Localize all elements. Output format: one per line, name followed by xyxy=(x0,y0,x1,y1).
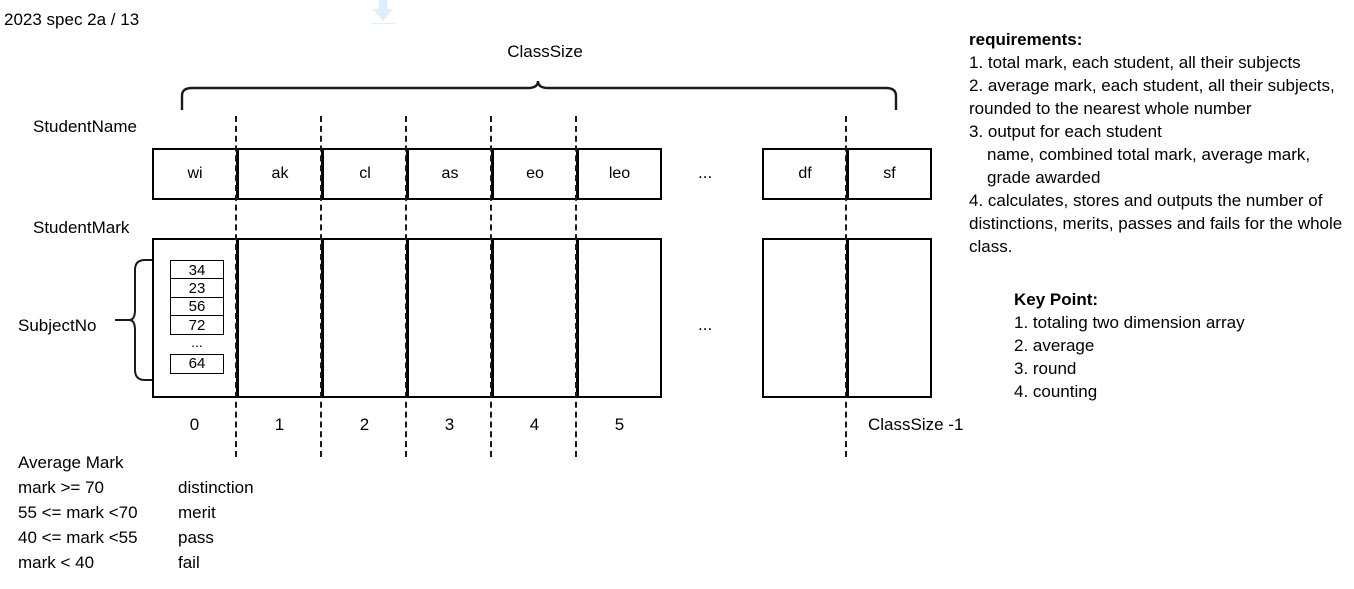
grade-condition: mark >= 70 xyxy=(18,477,104,497)
column-index: 0 xyxy=(189,415,200,434)
key-point-heading: Key Point: xyxy=(1014,290,1099,309)
grade-condition: mark < 40 xyxy=(18,552,95,572)
subjectno-label: SubjectNo xyxy=(18,316,97,335)
grade-table-heading: Average Mark xyxy=(18,452,124,472)
page-title: 2023 spec 2a / 13 xyxy=(4,10,140,29)
array-diagram: ClassSize StudentName StudentMark Subjec… xyxy=(18,42,964,457)
studentmark-array-left: 34 23 56 72 ... 64 xyxy=(152,238,662,398)
studentname-array-right: df sf xyxy=(762,148,932,200)
subject-marks-stack: 34 23 56 72 ... 64 xyxy=(170,260,224,374)
studentmark-array-right xyxy=(762,238,932,398)
studentmark-column xyxy=(577,238,662,398)
grade-condition: 55 <= mark <70 xyxy=(18,502,138,522)
grade-name: pass xyxy=(178,527,214,547)
column-index: 4 xyxy=(529,415,540,434)
grade-table-row: 55 <= mark <70 merit xyxy=(18,500,254,525)
grade-condition: 40 <= mark <55 xyxy=(18,527,138,547)
studentname-cell: as xyxy=(407,148,492,200)
requirement-item: 4. calculates, stores and outputs the nu… xyxy=(969,191,1343,256)
studentname-cell: leo xyxy=(577,148,662,200)
column-separator-dash xyxy=(320,116,322,457)
studentmark-ellipsis: ... xyxy=(698,315,713,334)
column-separator-dash xyxy=(845,116,847,457)
studentmark-label: StudentMark xyxy=(33,218,130,237)
grade-name: fail xyxy=(178,552,200,572)
grade-boundaries-table: Average Mark mark >= 70 distinction 55 <… xyxy=(18,450,254,575)
column-index: 5 xyxy=(614,415,625,434)
grade-table-row: mark >= 70 distinction xyxy=(18,475,254,500)
column-separator-dash xyxy=(405,116,407,457)
grade-table-row: 40 <= mark <55 pass xyxy=(18,525,254,550)
requirement-subitem: name, combined total mark, average mark,… xyxy=(987,145,1311,187)
studentname-cell: df xyxy=(762,148,847,200)
subjectno-brace xyxy=(115,258,172,382)
key-point-item: 4. counting xyxy=(1014,382,1098,401)
subject-marks-ellipsis: ... xyxy=(191,334,203,351)
studentname-array-left: wi ak cl as eo leo xyxy=(152,148,662,200)
grade-table-row: mark < 40 fail xyxy=(18,550,254,575)
subject-mark-cell: 23 xyxy=(170,278,224,299)
column-separator-dash xyxy=(575,116,577,457)
column-separator-dash xyxy=(490,116,492,457)
studentname-cell: eo xyxy=(492,148,577,200)
studentname-cell: sf xyxy=(847,148,932,200)
requirements-heading: requirements: xyxy=(969,30,1083,49)
grade-table-heading-row: Average Mark xyxy=(18,450,254,475)
column-index: 3 xyxy=(444,415,455,434)
requirement-item: 2. average mark, each student, all their… xyxy=(969,76,1335,118)
subject-mark-cell: 72 xyxy=(170,315,224,336)
column-index-last: ClassSize -1 xyxy=(868,415,964,434)
studentmark-column xyxy=(762,238,847,398)
requirement-item: 1. total mark, each student, all their s… xyxy=(969,53,1301,72)
studentmark-column xyxy=(237,238,322,398)
subject-mark-cell-last: 64 xyxy=(170,353,224,374)
notes-panel: requirements: 1. total mark, each studen… xyxy=(969,28,1344,403)
classsize-label: ClassSize xyxy=(507,42,583,61)
column-index: 2 xyxy=(359,415,370,434)
studentmark-column xyxy=(847,238,932,398)
studentname-cell: ak xyxy=(237,148,322,200)
grade-name: distinction xyxy=(178,477,254,497)
key-point-item: 2. average xyxy=(1014,336,1095,355)
column-index: 1 xyxy=(274,415,285,434)
studentname-ellipsis: ... xyxy=(698,163,713,182)
studentmark-column xyxy=(322,238,407,398)
key-point-item: 3. round xyxy=(1014,359,1077,378)
classsize-brace xyxy=(180,80,900,112)
studentname-cell: wi xyxy=(152,148,237,200)
grade-name: merit xyxy=(178,502,216,522)
studentmark-column: 34 23 56 72 ... 64 xyxy=(152,238,237,398)
studentmark-column xyxy=(492,238,577,398)
requirement-item: 3. output for each student xyxy=(969,122,1162,141)
subject-mark-cell: 56 xyxy=(170,296,224,317)
column-separator-dash xyxy=(235,116,237,457)
studentname-cell: cl xyxy=(322,148,407,200)
studentname-label: StudentName xyxy=(33,117,137,136)
key-point-item: 1. totaling two dimension array xyxy=(1014,313,1245,332)
column-index-row: 0 1 2 3 4 5 xyxy=(152,415,662,435)
subject-mark-cell: 34 xyxy=(170,260,224,280)
studentmark-column xyxy=(407,238,492,398)
key-point-block: Key Point: 1. totaling two dimension arr… xyxy=(969,288,1344,403)
